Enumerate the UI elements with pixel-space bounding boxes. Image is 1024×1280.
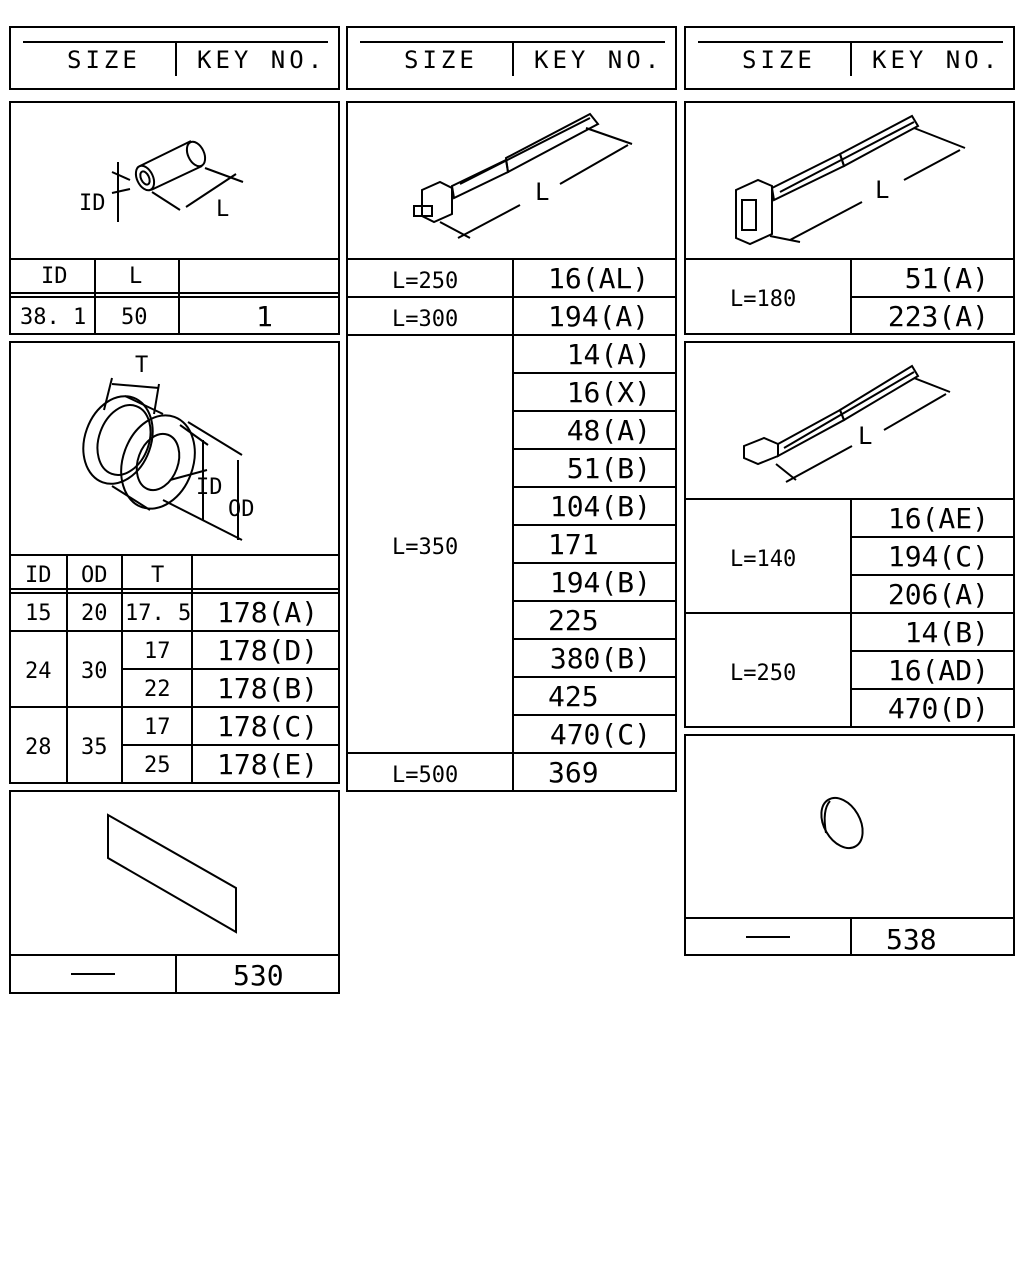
- hose-l-label: L: [129, 264, 143, 289]
- grommet-row-t: 17: [144, 715, 171, 740]
- grommet-row-key: 178(E): [217, 748, 319, 781]
- tie-plain-key: 206(A): [887, 578, 989, 611]
- tie-plain-key: 14(B): [904, 616, 989, 649]
- key-no-header: KEY NO.: [534, 46, 664, 74]
- grommet-row-t: 17. 5: [125, 601, 192, 626]
- hose-l-value: 50: [121, 305, 148, 330]
- hose-id-value: 38. 1: [20, 305, 87, 330]
- grommet-row-id: 28: [25, 735, 52, 760]
- grommet-row-key: 178(A): [217, 596, 319, 629]
- plug-size-dash: [746, 936, 790, 938]
- tie-mid-key: 16(AL): [548, 262, 650, 295]
- grommet-row-t: 17: [144, 639, 171, 664]
- plug-key: 538: [886, 923, 937, 956]
- header-col1: SIZE KEY NO.: [9, 26, 340, 90]
- grommet-row-key: 178(B): [217, 672, 319, 705]
- tie-clip-panel: L=180 51(A) 223(A): [684, 101, 1015, 335]
- hose-id-label: ID: [41, 264, 68, 289]
- grommet-row-od: 35: [81, 735, 108, 760]
- grommet-row-t: 22: [144, 677, 171, 702]
- tie-mid-key: 380(B): [549, 642, 651, 675]
- tie-mid-key: 470(C): [549, 718, 651, 751]
- tie-plain-key: 16(AE): [887, 502, 989, 535]
- sheet-key: 530: [233, 959, 284, 992]
- plug-panel: 538: [684, 734, 1015, 956]
- tie-mid-key: 14(A): [566, 338, 651, 371]
- tie-clip-key: 223(A): [887, 300, 989, 333]
- tie-plain-key: 16(AD): [887, 654, 989, 687]
- tie-mid-key: 51(B): [566, 452, 651, 485]
- tie-mid-key: 16(X): [566, 376, 651, 409]
- grommet-panel: ID OD T 15 20 17. 5 178(A) 24 30 17 178(…: [9, 341, 340, 784]
- tie-plain-size: L=140: [730, 547, 797, 572]
- sheet-size-dash: [71, 973, 115, 975]
- key-no-header: KEY NO.: [872, 46, 1002, 74]
- tie-clip-size: L=180: [730, 287, 797, 312]
- grommet-id-label: ID: [25, 563, 52, 588]
- tie-mid-size: L=300: [392, 307, 459, 332]
- grommet-row-key: 178(D): [217, 634, 319, 667]
- key-no-header: KEY NO.: [197, 46, 327, 74]
- grommet-row-od: 30: [81, 659, 108, 684]
- grommet-t-label: T: [151, 563, 165, 588]
- tie-mid-key: 425: [548, 680, 599, 713]
- tie-mid-key: 104(B): [549, 490, 651, 523]
- header-col2: SIZE KEY NO.: [346, 26, 677, 90]
- tie-mid-key: 171: [548, 528, 599, 561]
- sheet-panel: 530: [9, 790, 340, 994]
- header-col3: SIZE KEY NO.: [684, 26, 1015, 90]
- tie-mid-key: 194(A): [548, 300, 650, 333]
- size-header: SIZE: [404, 46, 478, 74]
- size-header: SIZE: [742, 46, 816, 74]
- tie-mid-key: 369: [548, 756, 599, 789]
- tie-mid-size: L=250: [392, 269, 459, 294]
- grommet-row-key: 178(C): [217, 710, 319, 743]
- tie-clip-key: 51(A): [904, 262, 989, 295]
- size-header: SIZE: [67, 46, 141, 74]
- tie-plain-size: L=250: [730, 661, 797, 686]
- tie-mid-key: 225: [548, 604, 599, 637]
- tie-plain-key: 470(D): [887, 692, 989, 725]
- tie-mid-key: 194(B): [549, 566, 651, 599]
- grommet-row-t: 25: [144, 753, 171, 778]
- tie-mid-size: L=500: [392, 763, 459, 788]
- tie-mid-size: L=350: [392, 535, 459, 560]
- grommet-row-id: 15: [25, 601, 52, 626]
- grommet-od-label: OD: [81, 563, 108, 588]
- tie-plain-key: 194(C): [887, 540, 989, 573]
- tie-mid-key: 48(A): [566, 414, 651, 447]
- hose-panel: ID L 38. 1 50 1: [9, 101, 340, 335]
- hose-key: 1: [256, 300, 273, 333]
- grommet-row-id: 24: [25, 659, 52, 684]
- grommet-row-od: 20: [81, 601, 108, 626]
- tie-mid-panel: L=250 16(AL) L=300 194(A) L=350 14(A) 16…: [346, 101, 677, 792]
- tie-plain-panel: L=140 16(AE) 194(C) 206(A) L=250 14(B) 1…: [684, 341, 1015, 728]
